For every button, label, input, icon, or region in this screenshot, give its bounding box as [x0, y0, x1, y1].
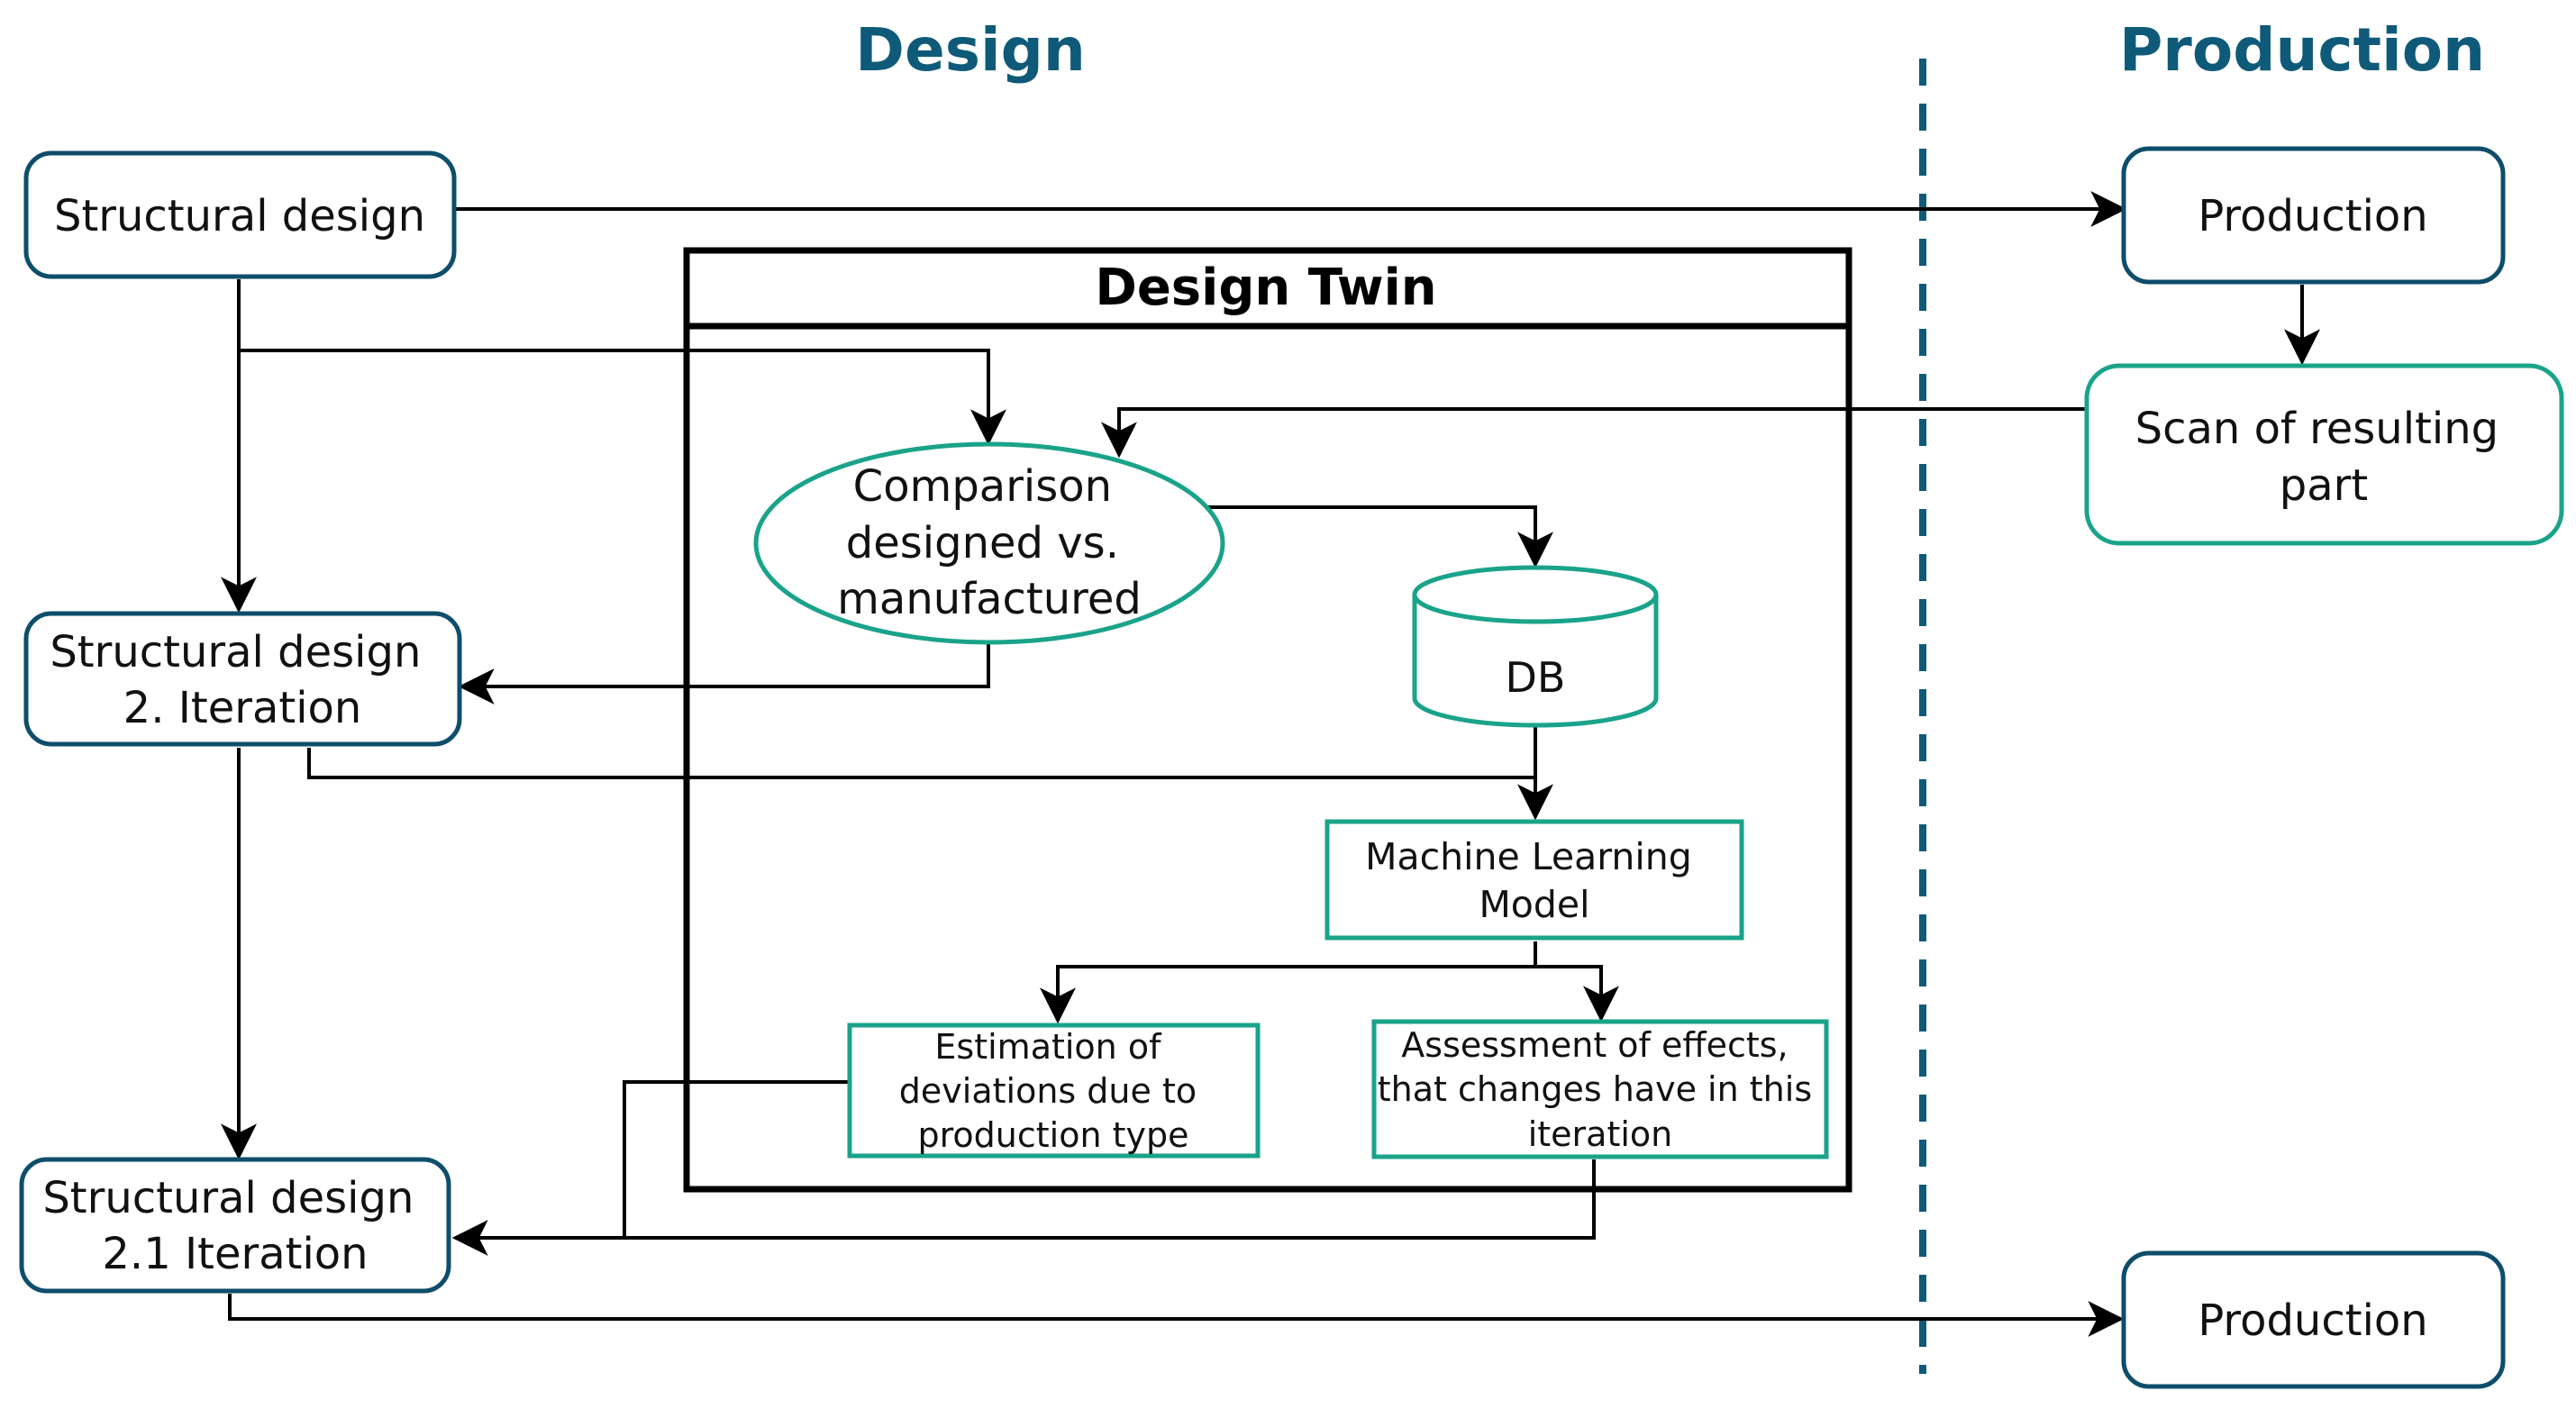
production-header: Production — [2119, 15, 2485, 85]
arrow-design-to-comparison — [239, 349, 1006, 446]
production-node-bottom: Production — [2121, 1250, 2506, 1389]
arrow-comparison-to-iteration-2 — [458, 644, 990, 704]
node-label: DB — [1506, 653, 1566, 702]
comparison-node: Comparison designed vs. manufactured — [753, 441, 1225, 645]
node-label: Scan of resulting part — [2135, 404, 2513, 511]
structural-design-iteration-2-node: Structural design 2. Iteration — [23, 611, 462, 747]
connectors — [221, 191, 2320, 1337]
design-header: Design — [855, 15, 1086, 85]
scan-node: Scan of resulting part — [2084, 363, 2564, 546]
design-twin-frame — [683, 247, 1852, 1193]
node-label: Structural design 2. Iteration — [50, 627, 434, 733]
ml-model-node: Machine Learning Model — [1324, 819, 1744, 941]
arrow-iteration-2-to-ml-model — [307, 748, 1535, 779]
arrow-comparison-to-db — [1207, 505, 1553, 568]
arrow-ml-to-assessment — [1535, 965, 1619, 1023]
node-label: Estimation of deviations due to producti… — [899, 1027, 1207, 1155]
assessment-node: Assessment of effects, that changes have… — [1371, 1019, 1829, 1159]
arrow-iteration-21-to-production — [228, 1294, 2125, 1337]
db-node: DB — [1412, 565, 1659, 728]
estimation-node: Estimation of deviations due to producti… — [847, 1023, 1261, 1159]
arrow-ml-to-estimation — [1040, 941, 1537, 1024]
arrow-scan-to-comparison — [1101, 407, 2087, 459]
node-label: Machine Learning Model — [1365, 835, 1704, 926]
design-twin-title: Design Twin — [1095, 259, 1436, 317]
node-label: Structural design 2.1 Iteration — [42, 1173, 427, 1279]
production-node-top: Production — [2121, 146, 2506, 285]
structural-design-node: Structural design — [23, 150, 457, 279]
structural-design-iteration-21-node: Structural design 2.1 Iteration — [19, 1157, 451, 1294]
node-label: Structural design — [54, 191, 425, 241]
node-label: Production — [2198, 191, 2427, 241]
arrow-estimation-to-iteration-21 — [451, 1080, 850, 1256]
node-label: Assessment of effects, that changes have… — [1378, 1025, 1823, 1154]
node-label: Comparison designed vs. manufactured — [837, 461, 1142, 624]
arrow-assessment-to-iteration-21 — [624, 1159, 1596, 1240]
node-label: Production — [2198, 1295, 2427, 1346]
